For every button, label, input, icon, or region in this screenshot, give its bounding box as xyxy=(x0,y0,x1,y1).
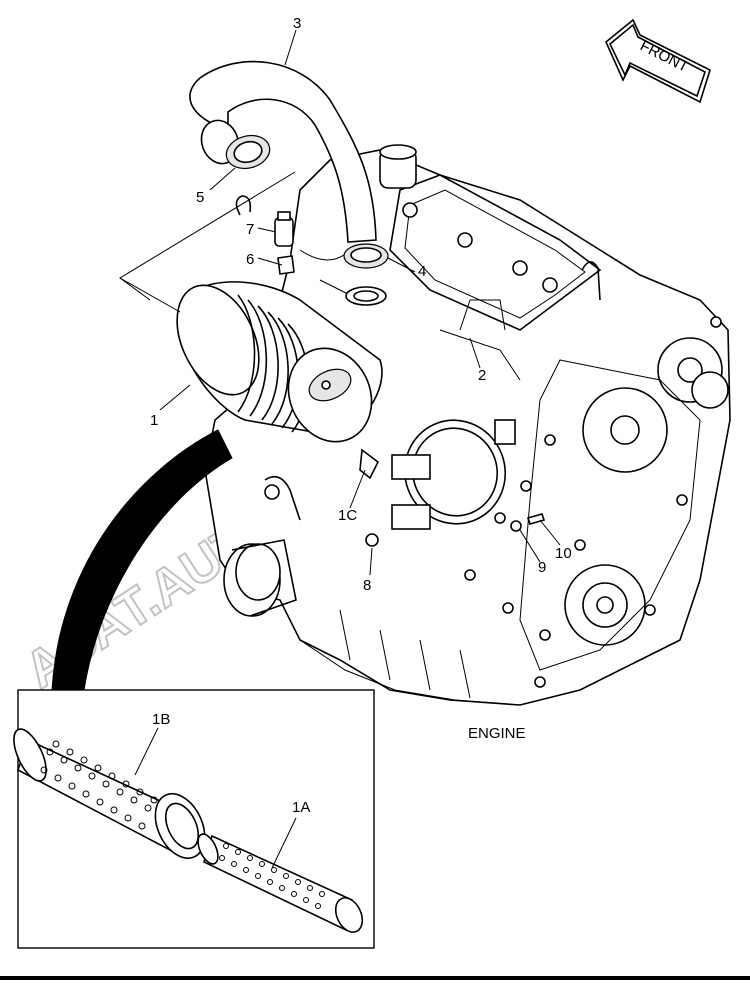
callout-3: 3 xyxy=(293,15,301,32)
callout-8: 8 xyxy=(363,577,371,594)
intake-hose xyxy=(189,60,389,306)
hose-loop xyxy=(235,195,252,216)
callout-labels: 1 1B 1A 1C 2 3 4 5 6 7 8 9 10 xyxy=(150,15,572,816)
filter-element-outer xyxy=(13,728,206,859)
callout-2: 2 xyxy=(478,367,486,384)
callout-1a: 1A xyxy=(292,799,310,816)
air-cleaner xyxy=(176,281,383,480)
callout-4: 4 xyxy=(418,263,426,280)
callout-1c: 1C xyxy=(338,507,357,524)
front-direction-arrow: FRONT xyxy=(605,18,711,104)
callout-7: 7 xyxy=(246,221,254,238)
air-cleaner-bracket xyxy=(365,419,546,547)
callout-6: 6 xyxy=(246,251,254,268)
callout-9: 9 xyxy=(538,559,546,576)
filter-detail-inset xyxy=(13,689,375,949)
filter-element-inner xyxy=(197,833,364,933)
bottom-border xyxy=(0,976,750,980)
leader-lines xyxy=(119,29,561,576)
sensor-and-fitting xyxy=(274,211,295,275)
callout-10: 10 xyxy=(555,545,572,562)
callout-1b: 1B xyxy=(152,711,170,728)
callout-5: 5 xyxy=(196,189,204,206)
engine-title: ENGINE xyxy=(468,725,526,742)
callout-1: 1 xyxy=(150,412,158,429)
